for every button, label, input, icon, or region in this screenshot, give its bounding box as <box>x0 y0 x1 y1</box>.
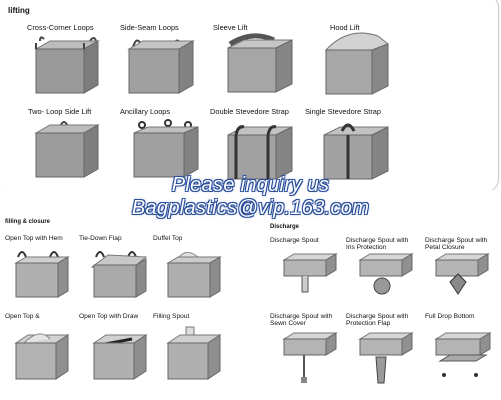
bag-filling-spout-image <box>166 326 222 380</box>
label-discharge-spout-sewn-cover: Discharge Spout with Sewn Cover <box>270 313 333 327</box>
bag-side-seam-loops-image <box>127 39 195 94</box>
bag-discharge-spout-petal-image <box>434 253 490 295</box>
label-cross-corner-loops: Cross-Corner Loops <box>27 23 94 32</box>
bag-full-drop-bottom-image <box>434 332 492 377</box>
bag-discharge-spout-iris-image <box>358 253 414 295</box>
label-open-top-and: Open Top & <box>5 313 40 320</box>
label-side-seam-loops: Side-Seam Loops <box>120 23 179 32</box>
bag-ancillary-loops-image <box>133 119 199 178</box>
bag-single-stevedore-strap-image <box>323 123 389 180</box>
label-ancillary-loops: Ancillary Loops <box>120 107 171 116</box>
bag-discharge-spout-image <box>282 253 338 293</box>
label-discharge-spout-iris: Discharge Spout with Iris Protection <box>346 237 409 251</box>
label-sleeve-lift: Sleeve Lift <box>213 23 248 32</box>
label-discharge-spout-protection-flap: Discharge Spout with Protection Flap <box>346 313 409 327</box>
bag-duffel-top-image <box>166 252 222 298</box>
filling-closure-heading: filling & closure <box>5 219 51 225</box>
discharge-heading: Discharge <box>270 224 300 230</box>
label-tie-down-flap: Tie-Down Flap <box>79 235 122 242</box>
bag-discharge-spout-protection-flap-image <box>358 332 414 384</box>
watermark-inquiry: Please inquiry us <box>171 174 330 196</box>
label-single-stevedore-strap: Single Stevedore Strap <box>305 108 382 116</box>
closure-discharge-area <box>0 190 501 400</box>
label-two-loop-side-lift: Two- Loop Side Lift <box>28 107 92 116</box>
label-full-drop-bottom: Full Drop Bottom <box>425 313 475 320</box>
bag-sleeve-lift-image <box>227 33 293 93</box>
label-hood-lift: Hood Lift <box>330 23 360 32</box>
label-discharge-spout: Discharge Spout <box>270 237 319 244</box>
bag-double-stevedore-strap-image <box>227 125 293 180</box>
label-duffel-top: Duffel Top <box>153 235 183 242</box>
watermark-email: Bagplastics@vip.163.com <box>131 197 370 219</box>
bag-open-top-with-hem-image <box>14 251 70 298</box>
bag-open-top-and-image <box>14 333 70 380</box>
lifting-heading: lifting <box>8 6 30 15</box>
label-double-stevedore-strap: Double Stevedore Strap <box>210 108 289 116</box>
bag-two-loop-side-lift-image <box>34 121 100 178</box>
bag-discharge-spout-sewn-cover-image <box>282 332 338 383</box>
bag-cross-corner-loops-image <box>34 36 100 94</box>
bag-hood-lift-image <box>324 32 389 95</box>
bag-tie-down-flap-image <box>90 251 148 298</box>
bag-open-top-with-draw-image <box>92 334 148 380</box>
label-filling-spout: Filling Spout <box>153 313 190 320</box>
label-open-top-with-hem: Open Top with Hem <box>5 235 63 242</box>
label-discharge-spout-petal: Discharge Spout with Petal Closure <box>425 237 488 251</box>
label-open-top-with-draw: Open Top with Draw <box>79 313 139 320</box>
